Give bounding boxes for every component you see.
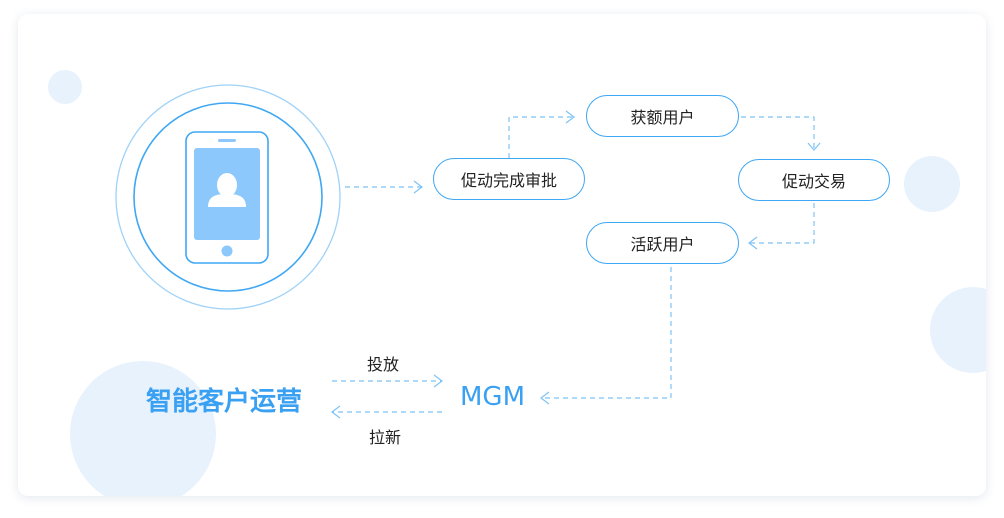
- node-quota-users: 获额用户: [586, 95, 739, 137]
- deliver-label: 投放: [367, 355, 400, 374]
- diagram-card: [18, 14, 986, 496]
- node-transaction: 促动交易: [738, 159, 890, 201]
- mgm-label: MGM: [460, 382, 526, 412]
- node-quota-users-label: 获额用户: [630, 108, 695, 127]
- node-active-users-label: 活跃用户: [630, 235, 695, 254]
- node-transaction-label: 促动交易: [781, 172, 846, 191]
- node-active-users: 活跃用户: [586, 222, 739, 264]
- node-approval: 促动完成审批: [433, 158, 585, 200]
- decor-circle: [70, 361, 216, 496]
- operation-title: 智能客户运营: [146, 387, 303, 417]
- decor-circle: [904, 156, 960, 212]
- decor-circle: [48, 70, 82, 104]
- phone-icon: [115, 84, 341, 310]
- node-approval-label: 促动完成审批: [460, 171, 557, 190]
- acquire-label: 拉新: [369, 428, 402, 447]
- user-avatar-icon: [208, 173, 246, 207]
